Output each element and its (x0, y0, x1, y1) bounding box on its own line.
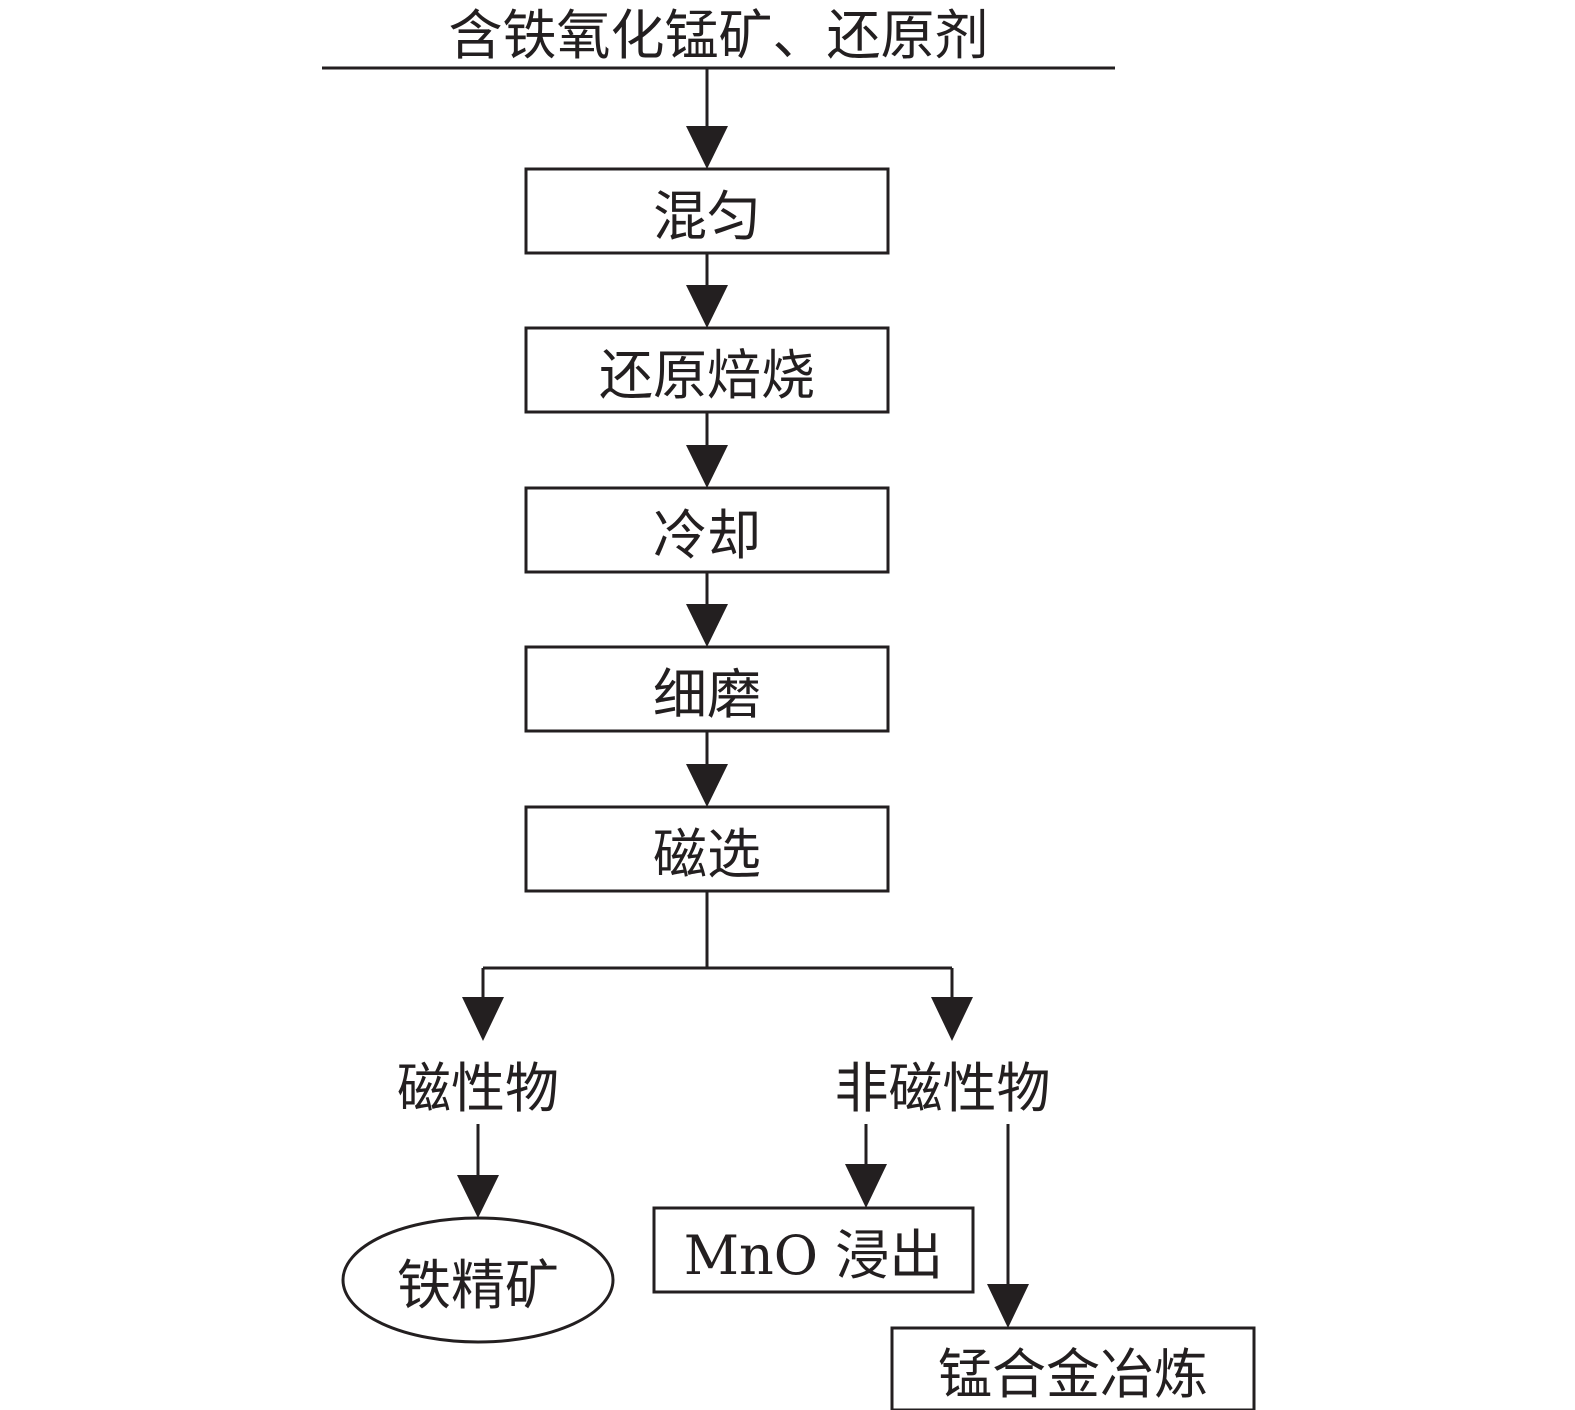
step-label-magnetic-separation: 磁选 (653, 822, 761, 886)
arrowhead-to-cooling (686, 445, 728, 488)
arrowhead-to-alloy-smelting (987, 1284, 1029, 1328)
arrowhead-to-magnetic (462, 997, 504, 1041)
step-label-fine-grinding: 细磨 (653, 662, 761, 726)
step-label-mixing: 混匀 (653, 184, 761, 248)
output-label-non-magnetic: 非磁性物 (834, 1056, 1051, 1120)
input-materials-label: 含铁氧化锰矿、还原剂 (448, 3, 989, 67)
product-label-mn-alloy-smelting: 锰合金冶炼 (938, 1342, 1208, 1406)
product-box-mn-alloy-smelting (890, 1326, 1256, 1410)
arrowhead-to-iron-concentrate (457, 1175, 499, 1218)
product-label-mno-leaching: MnO 浸出 (683, 1223, 944, 1287)
step-label-reduction-roasting: 还原焙烧 (599, 343, 815, 407)
arrowhead-to-roasting (686, 285, 728, 328)
product-label-iron-concentrate: 铁精矿 (397, 1253, 559, 1317)
output-label-magnetic: 磁性物 (397, 1056, 559, 1120)
product-box-mno-leaching (652, 1206, 975, 1294)
arrowhead-to-nonmagnetic (931, 997, 973, 1041)
arrowhead-to-mno-leaching (845, 1164, 887, 1208)
arrowhead-to-magsep (686, 764, 728, 807)
arrowhead-to-mixing (686, 126, 728, 169)
step-label-cooling: 冷却 (653, 503, 761, 567)
arrowhead-to-grinding (686, 604, 728, 647)
